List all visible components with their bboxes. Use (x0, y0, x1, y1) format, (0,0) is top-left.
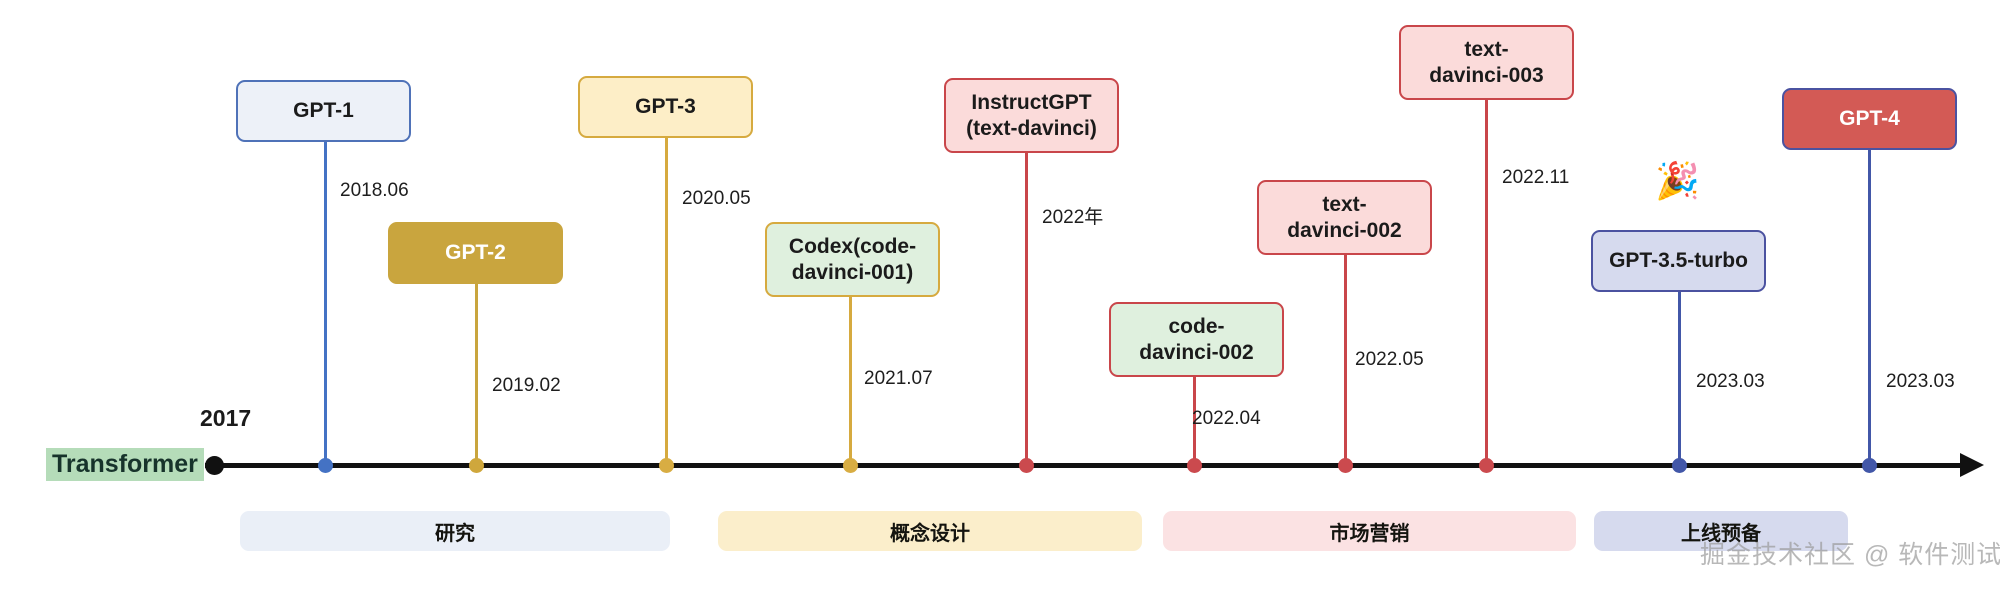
phase-launch-prep-label: 上线预备 (1681, 522, 1761, 545)
event-date-gpt-3: 2020.05 (682, 188, 751, 209)
event-stem-gpt-4 (1868, 150, 1871, 466)
event-label-gpt-1: GPT-1 (293, 99, 354, 123)
event-stem-gpt-2 (475, 284, 478, 466)
event-dot-text-davinci-002[interactable] (1338, 458, 1353, 473)
phase-concept-design-label: 概念设计 (890, 522, 970, 545)
event-box-gpt-2[interactable]: GPT-2 (388, 222, 563, 284)
watermark: 掘金技术社区 @ 软件测试君 (1700, 541, 2000, 569)
timeline-axis-arrow-icon (1960, 453, 1984, 477)
event-stem-gpt-1 (324, 142, 327, 466)
event-dot-text-davinci-003[interactable] (1479, 458, 1494, 473)
event-stem-text-davinci-003 (1485, 100, 1488, 466)
transformer-start-label: Transformer (46, 448, 204, 481)
phase-marketing[interactable]: 市场营销 (1163, 511, 1576, 551)
event-stem-gpt-3-5-turbo (1678, 292, 1681, 466)
event-box-gpt-4[interactable]: GPT-4 (1782, 88, 1957, 150)
event-stem-instructgpt-text-davinci (1025, 153, 1028, 466)
event-box-text-davinci-002[interactable]: text-davinci-002 (1257, 180, 1432, 255)
event-stem-text-davinci-002 (1344, 255, 1347, 466)
event-dot-gpt-4[interactable] (1862, 458, 1877, 473)
event-dot-gpt-3-5-turbo[interactable] (1672, 458, 1687, 473)
event-label-code-davinci-002: code-davinci-002 (1139, 314, 1254, 364)
event-dot-code-davinci-002[interactable] (1187, 458, 1202, 473)
event-date-gpt-1: 2018.06 (340, 180, 409, 201)
event-date-instructgpt-text-davinci: 2022年 (1042, 207, 1104, 228)
event-label-gpt-4: GPT-4 (1839, 107, 1900, 131)
event-date-gpt-3-5-turbo: 2023.03 (1696, 371, 1765, 392)
event-date-text-davinci-003: 2022.11 (1502, 167, 1570, 188)
event-stem-codex-code-davinci-001 (849, 297, 852, 466)
event-label-instructgpt-text-davinci: InstructGPT(text-davinci) (966, 90, 1097, 140)
event-box-gpt-3-5-turbo[interactable]: GPT-3.5-turbo (1591, 230, 1766, 292)
event-label-gpt-2: GPT-2 (445, 241, 506, 265)
event-dot-gpt-3[interactable] (659, 458, 674, 473)
event-box-gpt-3[interactable]: GPT-3 (578, 76, 753, 138)
event-label-codex-code-davinci-001: Codex(code-davinci-001) (788, 234, 917, 284)
party-popper-icon: 🎉 (1655, 160, 1700, 201)
event-box-instructgpt-text-davinci[interactable]: InstructGPT(text-davinci) (944, 78, 1119, 153)
event-label-text-davinci-003: text-davinci-003 (1429, 37, 1544, 87)
event-stem-gpt-3 (665, 138, 668, 466)
event-dot-instructgpt-text-davinci[interactable] (1019, 458, 1034, 473)
phase-research[interactable]: 研究 (240, 511, 670, 551)
event-date-text-davinci-002: 2022.05 (1355, 349, 1424, 370)
phase-concept-design[interactable]: 概念设计 (718, 511, 1142, 551)
phase-launch-prep[interactable]: 上线预备 (1594, 511, 1848, 551)
era-label-2017: 2017 (200, 405, 252, 431)
event-box-code-davinci-002[interactable]: code-davinci-002 (1109, 302, 1284, 377)
event-stem-code-davinci-002 (1193, 377, 1196, 466)
event-box-text-davinci-003[interactable]: text-davinci-003 (1399, 25, 1574, 100)
phase-research-label: 研究 (435, 522, 475, 545)
event-label-gpt-3: GPT-3 (635, 95, 696, 119)
event-dot-gpt-2[interactable] (469, 458, 484, 473)
event-box-codex-code-davinci-001[interactable]: Codex(code-davinci-001) (765, 222, 940, 297)
event-box-gpt-1[interactable]: GPT-1 (236, 80, 411, 142)
phase-marketing-label: 市场营销 (1329, 522, 1410, 545)
event-dot-gpt-1[interactable] (318, 458, 333, 473)
event-label-text-davinci-002: text-davinci-002 (1287, 192, 1402, 242)
event-date-codex-code-davinci-001: 2021.07 (864, 368, 933, 389)
event-dot-codex-code-davinci-001[interactable] (843, 458, 858, 473)
event-date-gpt-2: 2019.02 (492, 375, 561, 396)
event-date-gpt-4: 2023.03 (1886, 371, 1955, 392)
timeline-axis (205, 463, 1965, 468)
event-label-gpt-3-5-turbo: GPT-3.5-turbo (1609, 249, 1748, 273)
timeline-origin-dot (205, 456, 224, 475)
event-date-code-davinci-002: 2022.04 (1192, 408, 1261, 429)
